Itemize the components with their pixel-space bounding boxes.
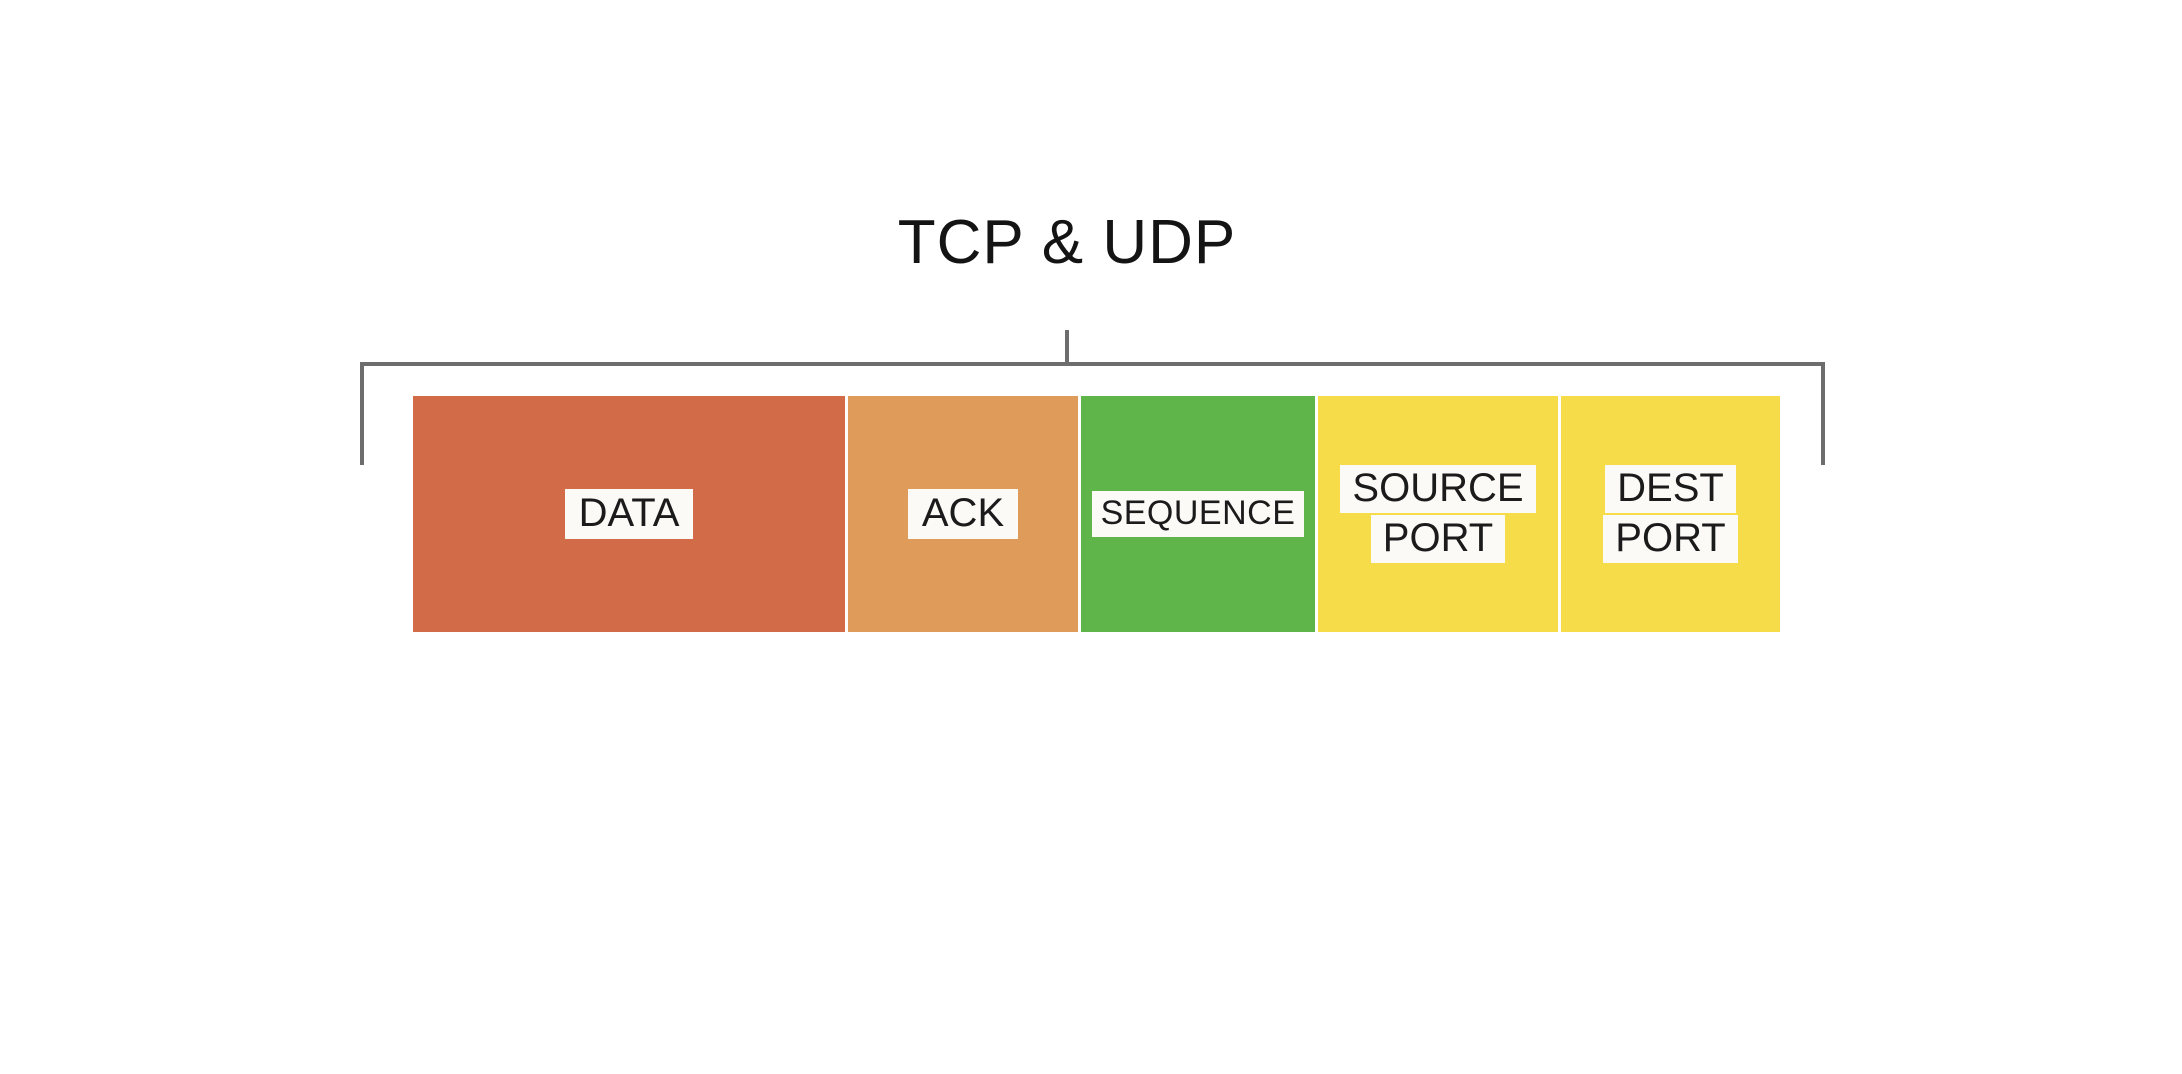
bracket-center-tick xyxy=(1065,330,1069,366)
segment-block-ack[interactable]: ACK xyxy=(848,396,1078,632)
segment-label-dest-port-line2: PORT xyxy=(1603,515,1738,564)
segment-block-dest-port[interactable]: DEST PORT xyxy=(1561,396,1780,632)
page-title: TCP & UDP xyxy=(897,208,1237,277)
segment-label-source-port-line1: SOURCE xyxy=(1340,464,1536,513)
segment-label-data: DATA xyxy=(564,488,694,540)
segment-label-source-port: SOURCE PORT xyxy=(1340,464,1536,564)
segment-label-dest-port: DEST PORT xyxy=(1603,464,1738,564)
bracket-left-tick xyxy=(360,362,364,465)
segment-label-ack: ACK xyxy=(907,488,1019,540)
bracket-horizontal-line xyxy=(360,362,1825,366)
bracket-right-tick xyxy=(1821,362,1825,465)
segment-label-dest-port-line1: DEST xyxy=(1605,464,1736,513)
segment-label-source-port-line2: PORT xyxy=(1370,515,1506,564)
segment-label-sequence: SEQUENCE xyxy=(1091,490,1305,538)
segment-block-data[interactable]: DATA xyxy=(413,396,845,632)
segment-block-sequence[interactable]: SEQUENCE xyxy=(1081,396,1315,632)
packet-segment-strip: DATA ACK SEQUENCE SOURCE PORT DEST PORT xyxy=(413,396,1780,632)
segment-block-source-port[interactable]: SOURCE PORT xyxy=(1318,396,1558,632)
